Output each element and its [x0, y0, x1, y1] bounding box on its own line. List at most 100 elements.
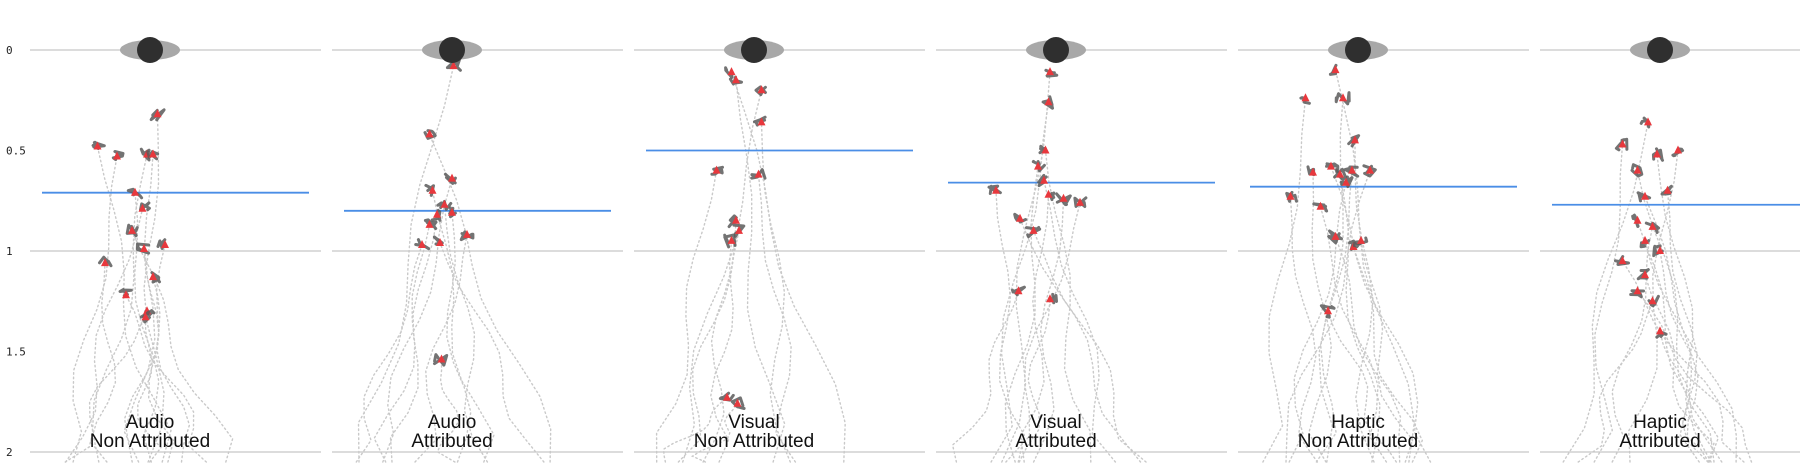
trajectory-trail [1593, 143, 1624, 463]
endpoint-marker [1041, 145, 1050, 154]
cluster-scribble [753, 115, 767, 127]
trajectory-trail [431, 190, 495, 463]
trajectory-trail [436, 358, 460, 463]
trajectory-trail [137, 316, 162, 463]
trajectory-trail [1636, 290, 1753, 463]
target-circle-icon [1345, 37, 1371, 63]
endpoint-marker [1357, 235, 1365, 244]
endpoint-marker [712, 165, 721, 174]
cluster-scribble [1051, 292, 1058, 305]
trajectory-trail [990, 101, 1050, 463]
trajectory-trail [1656, 153, 1712, 463]
trajectory-trail [677, 230, 740, 463]
cluster-scribble [139, 147, 151, 162]
endpoint-marker [425, 219, 434, 228]
cluster-scribble [1055, 192, 1072, 206]
trajectory-trail [1318, 97, 1344, 463]
trajectory-trail [382, 177, 453, 463]
target-circle-icon [741, 37, 767, 63]
trajectory-trail [373, 224, 431, 463]
endpoint-marker [1641, 235, 1649, 244]
trajectory-trail [1019, 218, 1142, 463]
endpoint-marker [113, 151, 121, 160]
endpoint-marker [1633, 286, 1642, 295]
endpoint-marker [1044, 189, 1053, 198]
panel-title-line2: Non Attributed [1298, 431, 1418, 452]
trajectory-trail [655, 169, 718, 463]
trajectory-trail [1032, 230, 1147, 463]
panel-title-line1: Audio [126, 412, 175, 433]
trajectory-trail [690, 403, 739, 463]
endpoint-marker [463, 229, 471, 238]
trajectory-trail [1032, 198, 1065, 463]
trajectory-trail [1577, 300, 1654, 463]
cluster-scribble [1614, 137, 1629, 152]
y-tick-label: 0.5 [6, 145, 26, 158]
endpoint-marker [1648, 221, 1657, 230]
endpoint-marker [1336, 169, 1344, 178]
endpoint-marker [1663, 185, 1672, 194]
trajectory-trail [735, 79, 786, 463]
endpoint-marker [732, 215, 740, 224]
trajectory-trail [662, 397, 728, 463]
endpoint-marker [735, 225, 743, 234]
endpoint-marker [425, 129, 434, 138]
endpoint-marker [1046, 294, 1054, 303]
trajectory-trail [91, 153, 148, 463]
endpoint-marker [1014, 286, 1023, 295]
trajectory-trail [439, 242, 545, 463]
endpoint-marker [433, 209, 441, 218]
trajectory-trail [1360, 240, 1414, 463]
endpoint-marker [757, 85, 766, 94]
endpoint-marker [1656, 246, 1664, 254]
endpoint-marker [436, 238, 444, 246]
cluster-scribble [1660, 184, 1673, 196]
panel-title-line1: Visual [1030, 412, 1081, 433]
trajectory-trail [64, 310, 148, 463]
trajectory-trail [1644, 274, 1715, 463]
endpoint-marker [1324, 306, 1332, 315]
endpoint-marker [1286, 191, 1295, 200]
trajectory-trail [1636, 169, 1715, 463]
trajectory-trail [1659, 330, 1710, 463]
endpoint-marker [732, 75, 740, 84]
endpoint-marker [754, 169, 763, 178]
trajectory-trail [355, 244, 423, 463]
cluster-scribble [1671, 147, 1685, 158]
cluster-scribble [723, 233, 737, 249]
cluster-scribble [459, 230, 475, 242]
trajectory-trail [1636, 220, 1720, 463]
endpoint-marker [1044, 97, 1053, 106]
endpoint-marker [1644, 117, 1652, 126]
cluster-scribble [1636, 191, 1652, 203]
trajectory-trail [1262, 97, 1307, 463]
endpoint-marker [101, 258, 109, 267]
endpoint-marker [1653, 149, 1661, 158]
endpoint-marker [992, 185, 1000, 194]
trajectory-trail [682, 89, 763, 463]
trajectory-trail [1644, 240, 1723, 463]
trajectory-trail [1334, 236, 1402, 463]
endpoint-marker [1348, 165, 1356, 174]
cluster-scribble [423, 129, 437, 140]
trajectory-trail [951, 290, 1020, 463]
endpoint-marker [1648, 296, 1657, 305]
trajectory-trail [72, 155, 118, 463]
endpoint-marker [161, 240, 169, 248]
endpoint-marker [1641, 270, 1649, 279]
endpoint-marker [1016, 213, 1024, 222]
endpoint-marker [1366, 165, 1374, 174]
endpoint-marker [1351, 135, 1359, 144]
trajectory-trail [730, 71, 846, 463]
endpoint-marker [149, 149, 157, 158]
panel-title-line2: Non Attributed [694, 431, 814, 452]
target-circle-icon [1647, 37, 1673, 63]
endpoint-marker [1331, 65, 1340, 74]
trajectory-trail [389, 214, 438, 463]
trajectory-trail [1644, 196, 1738, 463]
target-circle-icon [439, 37, 465, 63]
endpoint-marker [1656, 326, 1664, 335]
y-tick-label: 0 [6, 44, 13, 57]
endpoint-marker [1641, 191, 1649, 200]
